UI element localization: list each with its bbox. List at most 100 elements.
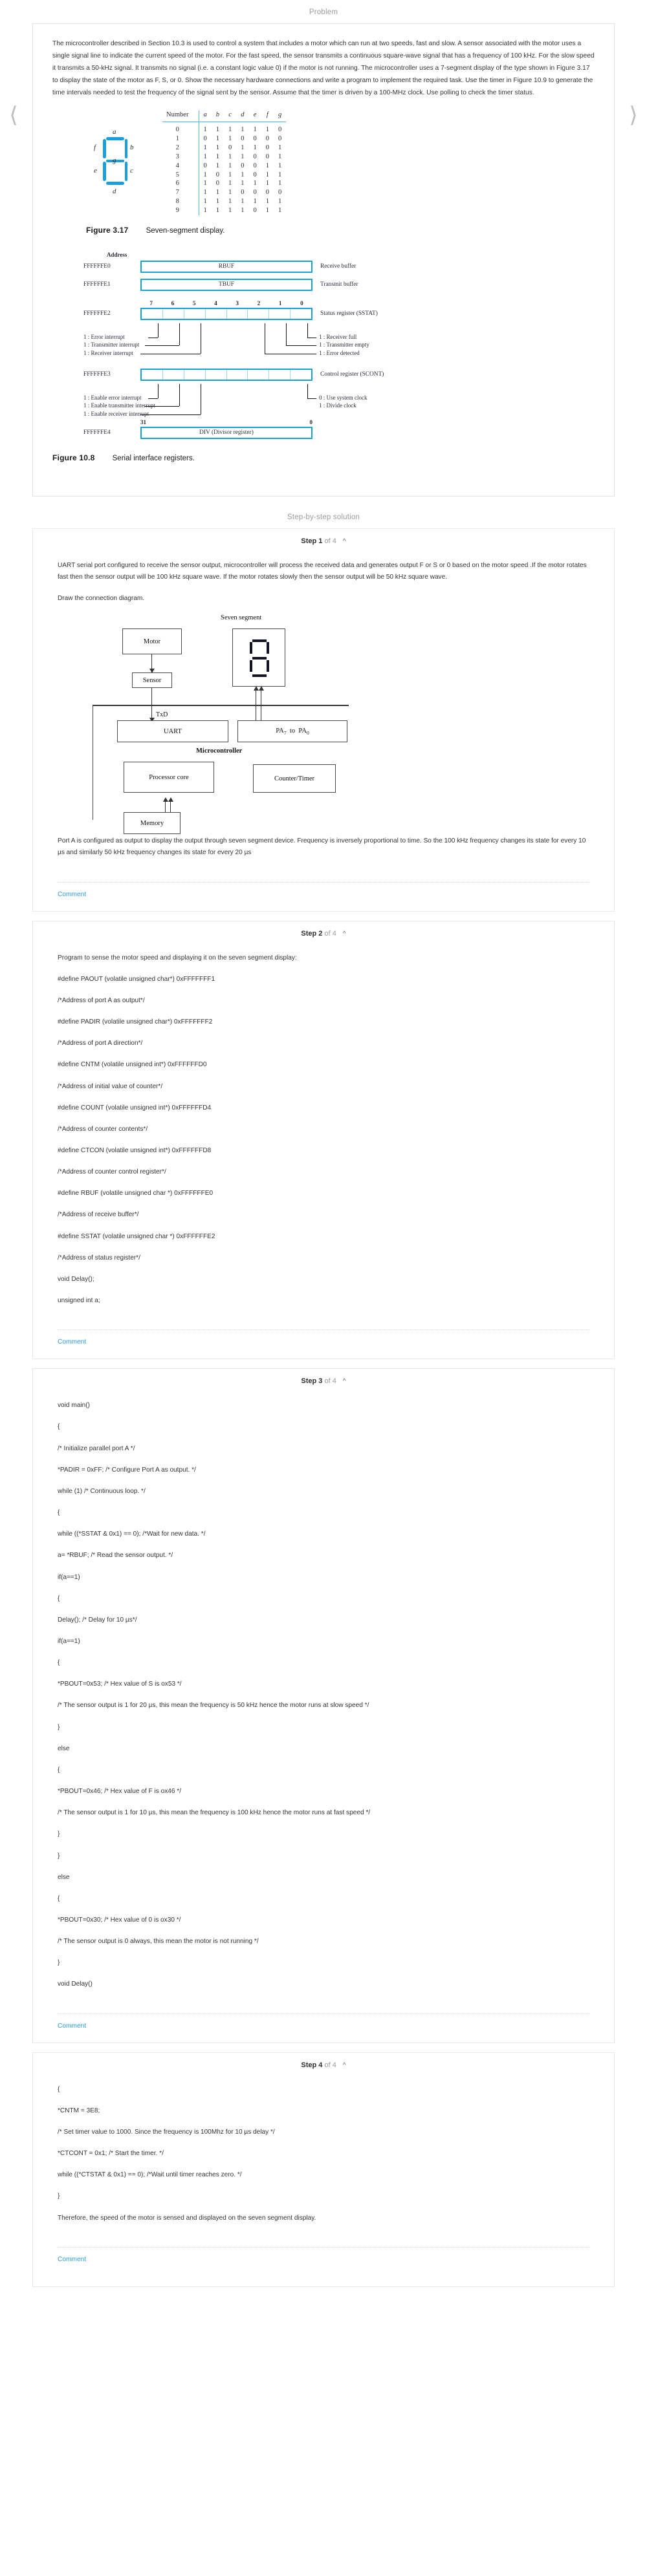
rbuf-box: RBUF [140, 260, 313, 273]
step-2-line-3: #define PADIR (volatile unsigned char*) … [58, 1018, 213, 1026]
step-2-line-6: /*Address of initial value of counter*/ [58, 1082, 163, 1090]
div-address: FFFFFFE4 [83, 429, 111, 436]
cell-segment: 1 [203, 198, 207, 206]
cell-segment: 0 [278, 126, 282, 134]
figure-title: Seven-segment display. [146, 226, 225, 235]
cell-segment: 1 [278, 198, 282, 206]
step-card-2: Step 2 of 4 ^ Program to sense the motor… [32, 920, 615, 1360]
step-1-header[interactable]: Step 1 of 4 ^ [33, 529, 614, 551]
step-1-comment-link[interactable]: Comment [58, 890, 87, 898]
cell-segment: 0 [253, 206, 257, 214]
figure-number-10-8: Figure 10.8 [52, 453, 95, 462]
step-3-header[interactable]: Step 3 of 4 ^ [33, 1369, 614, 1391]
step-2-of: of 4 [324, 929, 336, 938]
scont-left-legend-3: 1 : Enable receiver interrupt [83, 410, 149, 417]
sstat-note: Status register (SSTAT) [320, 310, 378, 317]
step-3-line-1: { [58, 1423, 60, 1431]
step-2-header[interactable]: Step 2 of 4 ^ [33, 921, 614, 943]
cell-number: 6 [162, 179, 199, 189]
cell-segment: 0 [228, 144, 232, 151]
step-3-body: void main(){/* Initialize parallel port … [33, 1391, 614, 2002]
cell-segment: 1 [241, 171, 245, 178]
div-box: DIV (Divisor register) [140, 426, 313, 439]
cell-segment: 1 [203, 206, 207, 214]
table-col-d: d [241, 111, 245, 119]
cell-segment: 1 [215, 135, 219, 143]
cell-segment: 1 [278, 171, 282, 178]
step-3-line-18: *PBOUT=0x46; /* Hex value of F is ox46 *… [58, 1788, 182, 1796]
cell-segment: 0 [215, 180, 219, 188]
cell-segment: 0 [265, 153, 269, 160]
step-3-line-12: { [58, 1659, 60, 1667]
table-col-g: g [278, 111, 282, 119]
bit-number: 5 [192, 299, 196, 306]
cell-segment: 0 [215, 171, 219, 178]
scont-right-legend-1: 0 : Use system clock [319, 394, 367, 401]
scont-bitbox [140, 368, 313, 381]
chevron-up-icon[interactable]: ^ [342, 537, 346, 545]
step-2-line-9: #define CTCON (volatile unsigned int*) 0… [58, 1147, 212, 1155]
address-column-header: Address [107, 251, 127, 258]
step-2-comment-link[interactable]: Comment [58, 1338, 87, 1346]
diagram-display-box [232, 628, 285, 687]
step-3-line-25: /* The sensor output is 0 always, this m… [58, 1938, 259, 1946]
chevron-up-icon[interactable]: ^ [342, 1378, 346, 1386]
scont-left-legend-1: 1 : Enable error interrupt [83, 394, 142, 401]
step-card-4: Step 4 of 4 ^ {*CNTM = 3E8;/* Set timer … [32, 2052, 615, 2287]
sstat-left-legend-2: 1 : Transmitter interrupt [83, 341, 140, 348]
diagram-port-a-label: PA7 to PA0 [276, 727, 309, 736]
figure-number: Figure 3.17 [86, 225, 129, 235]
step-2-line-14: /*Address of status register*/ [58, 1254, 140, 1261]
problem-card: The microcontroller described in Section… [32, 23, 615, 497]
div-bit-high: 31 [140, 418, 146, 425]
cell-segment: 1 [265, 206, 269, 214]
step-3-comment-link[interactable]: Comment [58, 2022, 87, 2030]
cell-segment: 0 [241, 135, 245, 143]
step-3-line-24: *PBOUT=0x30; /* Hex value of 0 is ox30 *… [58, 1916, 181, 1924]
cell-segment: 1 [253, 198, 257, 206]
step-2-divider [58, 1329, 589, 1331]
diagram-seven-segment-title: Seven segment [221, 614, 262, 622]
step-2-line-12: /*Address of receive buffer*/ [58, 1211, 139, 1219]
cell-segment: 0 [278, 189, 282, 197]
step-1-label: Step 1 [301, 537, 323, 545]
chevron-right-icon[interactable]: ⟩ [629, 103, 638, 127]
segment-b [124, 139, 127, 159]
cell-segment: 1 [228, 153, 232, 160]
cell-number: 0 [162, 125, 199, 135]
step-4-comment-link[interactable]: Comment [58, 2255, 87, 2263]
cell-segment: 1 [241, 206, 245, 214]
step-2-line-11: #define RBUF (volatile unsigned char *) … [58, 1190, 214, 1197]
chevron-up-icon[interactable]: ^ [342, 2061, 346, 2069]
step-1-of: of 4 [324, 537, 336, 545]
step-1-paragraph-2: Draw the connection diagram. [58, 595, 145, 603]
step-3-line-10: Delay(); /* Delay for 10 µs*/ [58, 1616, 137, 1624]
chevron-left-icon[interactable]: ⟨ [9, 103, 18, 127]
segment-label-c: c [130, 167, 133, 175]
step-4-line-2: /* Set timer value to 1000. Since the fr… [58, 2128, 275, 2136]
chevron-up-icon[interactable]: ^ [342, 930, 346, 938]
table-col-a: a [203, 111, 207, 119]
step-4-line-1: *CNTM = 3E8; [58, 2107, 100, 2114]
cell-segment: 1 [228, 162, 232, 169]
table-col-c: c [228, 111, 232, 119]
step-3-line-26: } [58, 1959, 60, 1967]
cell-number: 2 [162, 143, 199, 153]
cell-segment: 1 [203, 144, 207, 151]
segment-label-e: e [94, 167, 97, 175]
scont-left-legend-2: 1 : Enable transmitter interrupt [83, 402, 155, 409]
step-4-header[interactable]: Step 4 of 4 ^ [33, 2053, 614, 2075]
segment-d [106, 182, 124, 185]
step-4-label: Step 4 [301, 2061, 323, 2069]
cell-segment: 1 [265, 126, 269, 134]
cell-segment: 0 [265, 144, 269, 151]
step-2-line-7: #define COUNT (volatile unsigned int*) 0… [58, 1104, 212, 1111]
step-2-line-15: void Delay(); [58, 1275, 94, 1283]
step-3-line-4: while (1) /* Continuous loop. */ [58, 1487, 146, 1495]
table-col-b: b [215, 111, 219, 119]
